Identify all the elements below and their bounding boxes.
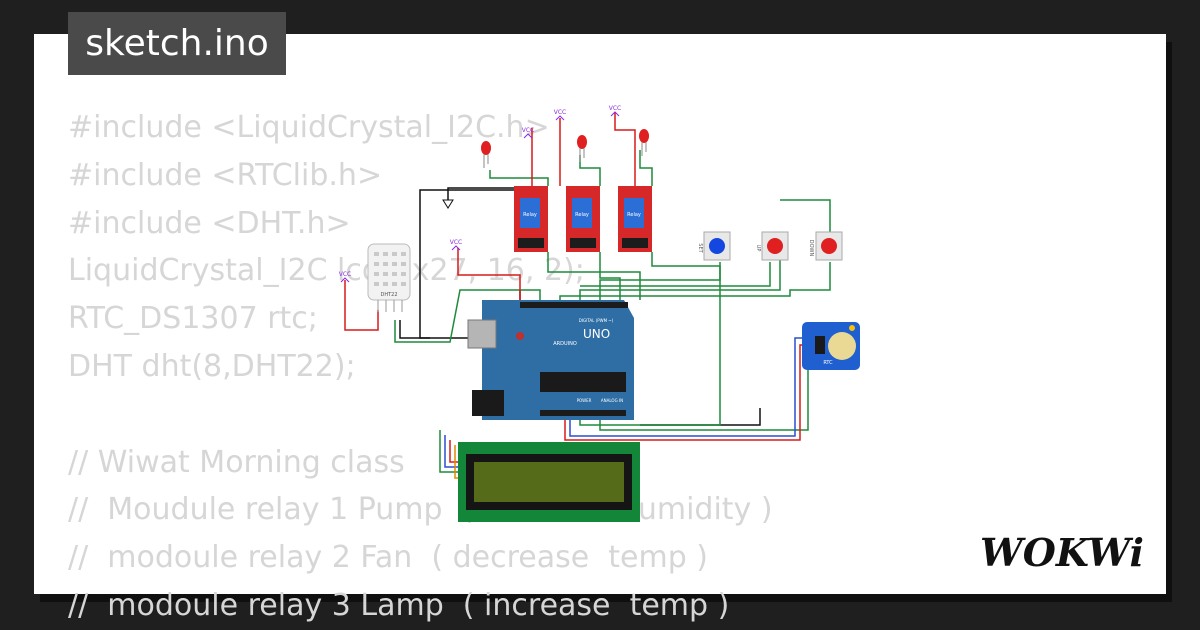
lcd-screen — [474, 462, 624, 502]
power-jack — [472, 390, 504, 416]
rtc-label: RTC — [823, 360, 833, 366]
arduino-brand: ARDUINO — [553, 341, 577, 347]
code-line: RTC_DS1307 rtc; — [68, 301, 318, 337]
analog-label: ANALOG IN — [601, 398, 623, 403]
code-line: #include <LiquidCrystal_I2C.h> — [68, 110, 550, 145]
star-icon — [849, 325, 855, 331]
vcc-label: VCC — [522, 127, 534, 134]
ground-icon — [442, 199, 454, 209]
digital-label: DIGITAL (PWM ~) — [579, 318, 614, 323]
relay-module[interactable]: Relay — [566, 186, 600, 252]
vcc-label: VCC — [609, 105, 621, 112]
button-set-label: SET — [697, 243, 703, 253]
dht22-label: DHT22 — [380, 292, 397, 298]
vcc-label: VCC — [554, 109, 566, 116]
project-title: sketch.ino — [68, 12, 286, 75]
vcc-label: VCC — [339, 271, 351, 278]
code-line: #include <RTClib.h> — [68, 157, 383, 193]
lcd-display[interactable] — [458, 442, 640, 522]
dht22-sensor[interactable]: DHT22 — [367, 243, 411, 312]
button-up[interactable]: UP — [755, 231, 789, 261]
microcontroller-chip — [540, 372, 626, 392]
led-icon — [577, 135, 587, 162]
code-line: DHT dht(8,DHT22); — [68, 348, 356, 384]
wokwi-logo-text: WOKWi — [980, 530, 1144, 575]
button-up-label: UP — [755, 245, 761, 252]
code-line: // modoule relay 3 Lamp ( increase temp … — [68, 587, 730, 623]
usb-port — [467, 319, 497, 349]
reset-button[interactable] — [516, 332, 524, 340]
code-line: #include <DHT.h> — [68, 205, 351, 241]
arduino-uno-board[interactable]: DIGITAL (PWM ~) UNO ARDUINO POWER ANALOG… — [467, 300, 634, 420]
code-preview: #include <LiquidCrystal_I2C.h> #include <… — [68, 104, 773, 630]
uno-logo: UNO — [583, 327, 610, 341]
vcc-label: VCC — [450, 239, 462, 246]
led-icon — [481, 141, 491, 168]
button-down[interactable]: DOWN — [808, 231, 843, 261]
button-down-label: DOWN — [808, 240, 814, 257]
wokwi-logo: WOKWi — [972, 526, 1152, 580]
power-label: POWER — [577, 398, 592, 403]
led-icon — [639, 129, 649, 156]
code-line: // Wiwat Morning class — [68, 444, 405, 480]
relay-label: Relay — [523, 212, 537, 218]
relay-label: Relay — [575, 212, 589, 218]
relay-module[interactable]: Relay — [514, 186, 548, 252]
rtc-module[interactable]: RTC — [802, 322, 860, 370]
relay-module[interactable]: Relay — [618, 186, 652, 252]
button-set[interactable]: SET — [697, 231, 731, 261]
code-line: // modoule relay 2 Fan ( decrease temp ) — [68, 540, 708, 576]
relay-label: Relay — [627, 212, 641, 218]
